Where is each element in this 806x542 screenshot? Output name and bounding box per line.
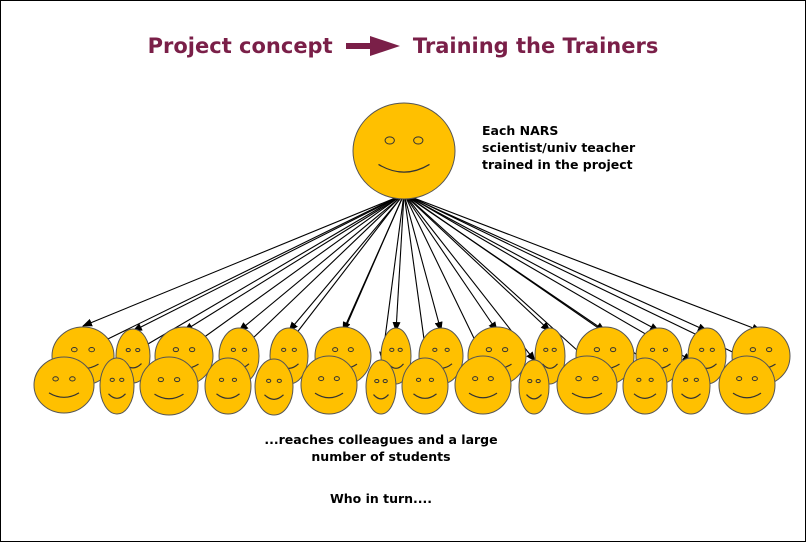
audience-face bbox=[622, 357, 668, 415]
audience-face bbox=[454, 355, 512, 415]
title-right: Training the Trainers bbox=[412, 34, 659, 58]
arrow-line bbox=[405, 196, 498, 332]
arrow-line bbox=[410, 196, 748, 360]
audience-face bbox=[718, 355, 776, 415]
arrow-line bbox=[405, 196, 486, 362]
arrow-line bbox=[408, 196, 660, 332]
audience-face bbox=[671, 357, 711, 415]
audience-face bbox=[33, 356, 95, 414]
arrow-line bbox=[82, 196, 398, 327]
audience-front-row bbox=[33, 355, 776, 416]
trainer-face bbox=[352, 102, 456, 200]
arrow-line bbox=[403, 196, 430, 362]
arrow-line bbox=[409, 196, 708, 332]
audience-face bbox=[556, 355, 618, 415]
trainer-description: Each NARS scientist/univ teacher trained… bbox=[482, 123, 636, 172]
arrow-line bbox=[288, 196, 403, 332]
closing-text: Who in turn.... bbox=[329, 491, 433, 506]
audience-face bbox=[139, 356, 199, 416]
audience-face bbox=[99, 357, 135, 415]
arrow-line bbox=[379, 196, 405, 362]
trainer-smiley-icon bbox=[352, 102, 456, 200]
audience-description: ...reaches colleagues and a large number… bbox=[264, 432, 498, 464]
arrow-lines bbox=[66, 196, 762, 362]
arrow-line bbox=[132, 196, 399, 332]
arrow-line bbox=[238, 196, 402, 332]
arrow-line bbox=[170, 196, 400, 362]
arrow-line bbox=[410, 196, 762, 332]
arrow-line bbox=[228, 196, 401, 362]
audience-face bbox=[254, 358, 294, 416]
arrow-line bbox=[406, 196, 551, 332]
arrow-line bbox=[66, 196, 398, 360]
slide-title: Project concept Training the Trainers bbox=[1, 34, 805, 58]
audience-face bbox=[365, 359, 397, 415]
title-left: Project concept bbox=[147, 34, 333, 58]
right-arrow-icon bbox=[345, 36, 400, 56]
audience-face bbox=[401, 357, 449, 415]
audience-face bbox=[518, 359, 550, 415]
arrow-line bbox=[183, 196, 400, 332]
audience-face bbox=[204, 357, 252, 415]
arrow-line bbox=[392, 196, 405, 332]
arrow-line bbox=[404, 196, 443, 332]
audience-face bbox=[300, 355, 358, 415]
